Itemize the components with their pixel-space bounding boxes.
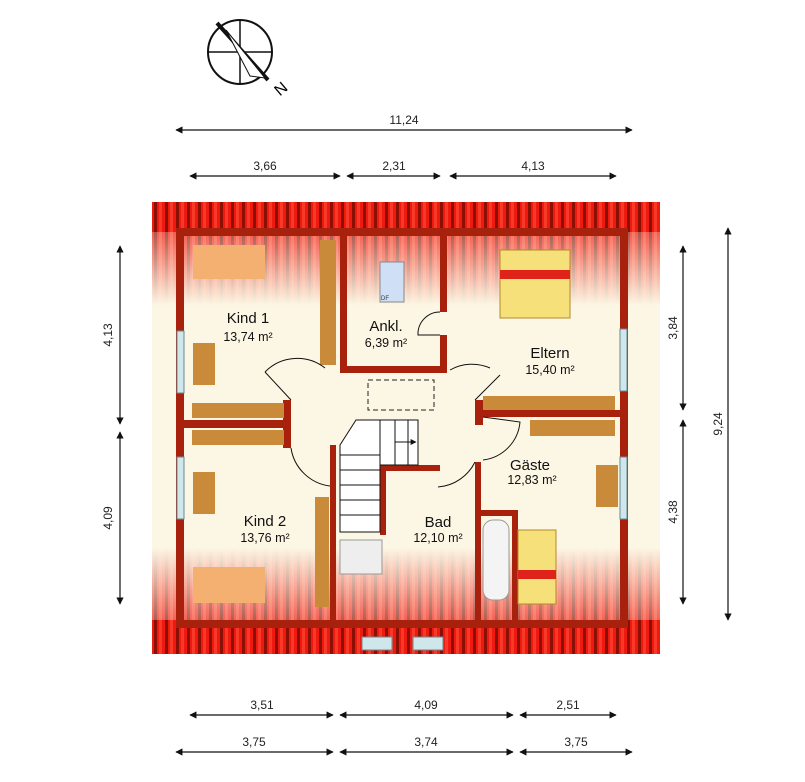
- dim-top-total: 11,24: [389, 113, 418, 127]
- dim-left-2: 4,09: [101, 506, 115, 530]
- dim-bottom-inner-3: 2,51: [556, 698, 580, 712]
- dim-left-1: 4,13: [101, 323, 115, 347]
- staircase: [339, 419, 419, 533]
- dim-bottom-outer-3: 3,75: [564, 735, 588, 749]
- room-gaeste: Gäste 12,83 m²: [507, 457, 556, 487]
- room-name: Gäste: [510, 457, 550, 474]
- dim-bottom-inner-2: 4,09: [414, 698, 438, 712]
- dim-right-1: 3,84: [666, 316, 680, 340]
- room-name: Kind 2: [244, 513, 287, 530]
- doors: [264, 311, 521, 488]
- room-bad: Bad 12,10 m²: [413, 514, 462, 545]
- room-eltern: Eltern 15,40 m²: [525, 345, 574, 377]
- room-area: 12,83 m²: [507, 473, 556, 487]
- room-name: Kind 1: [227, 310, 270, 327]
- roof-edge-top: [152, 202, 660, 232]
- room-name: Bad: [425, 514, 452, 531]
- dim-right-2: 4,38: [666, 500, 680, 524]
- room-area: 12,10 m²: [413, 531, 462, 545]
- north-label: N: [272, 79, 292, 99]
- dim-bottom-outer-2: 3,74: [414, 735, 438, 749]
- room-kind2: Kind 2 13,76 m²: [240, 513, 289, 545]
- dim-top-3: 4,13: [521, 159, 545, 173]
- dim-bottom-outer-1: 3,75: [242, 735, 266, 749]
- windows: [176, 328, 628, 651]
- skylight-label: DF: [381, 296, 389, 302]
- room-kind1: Kind 1 13,74 m²: [223, 310, 272, 344]
- room-area: 13,76 m²: [240, 531, 289, 545]
- dim-top-2: 2,31: [382, 159, 406, 173]
- room-name: Eltern: [530, 345, 569, 362]
- walls: [176, 228, 628, 628]
- room-name: Ankl.: [369, 318, 402, 335]
- dim-bottom-inner-1: 3,51: [250, 698, 274, 712]
- dimension-lines: [116, 126, 732, 756]
- compass-icon: N: [207, 19, 292, 100]
- dim-right-total: 9,24: [711, 412, 725, 436]
- dim-top-1: 3,66: [253, 159, 277, 173]
- room-ankl: Ankl. 6,39 m²: [365, 318, 407, 350]
- dimension-labels: 11,24 3,66 2,31 4,13 4,13 4,09 3,84 4,38…: [101, 113, 725, 749]
- room-area: 6,39 m²: [365, 336, 407, 350]
- furniture: DF: [192, 240, 618, 607]
- room-area: 13,74 m²: [223, 330, 272, 344]
- room-area: 15,40 m²: [525, 363, 574, 377]
